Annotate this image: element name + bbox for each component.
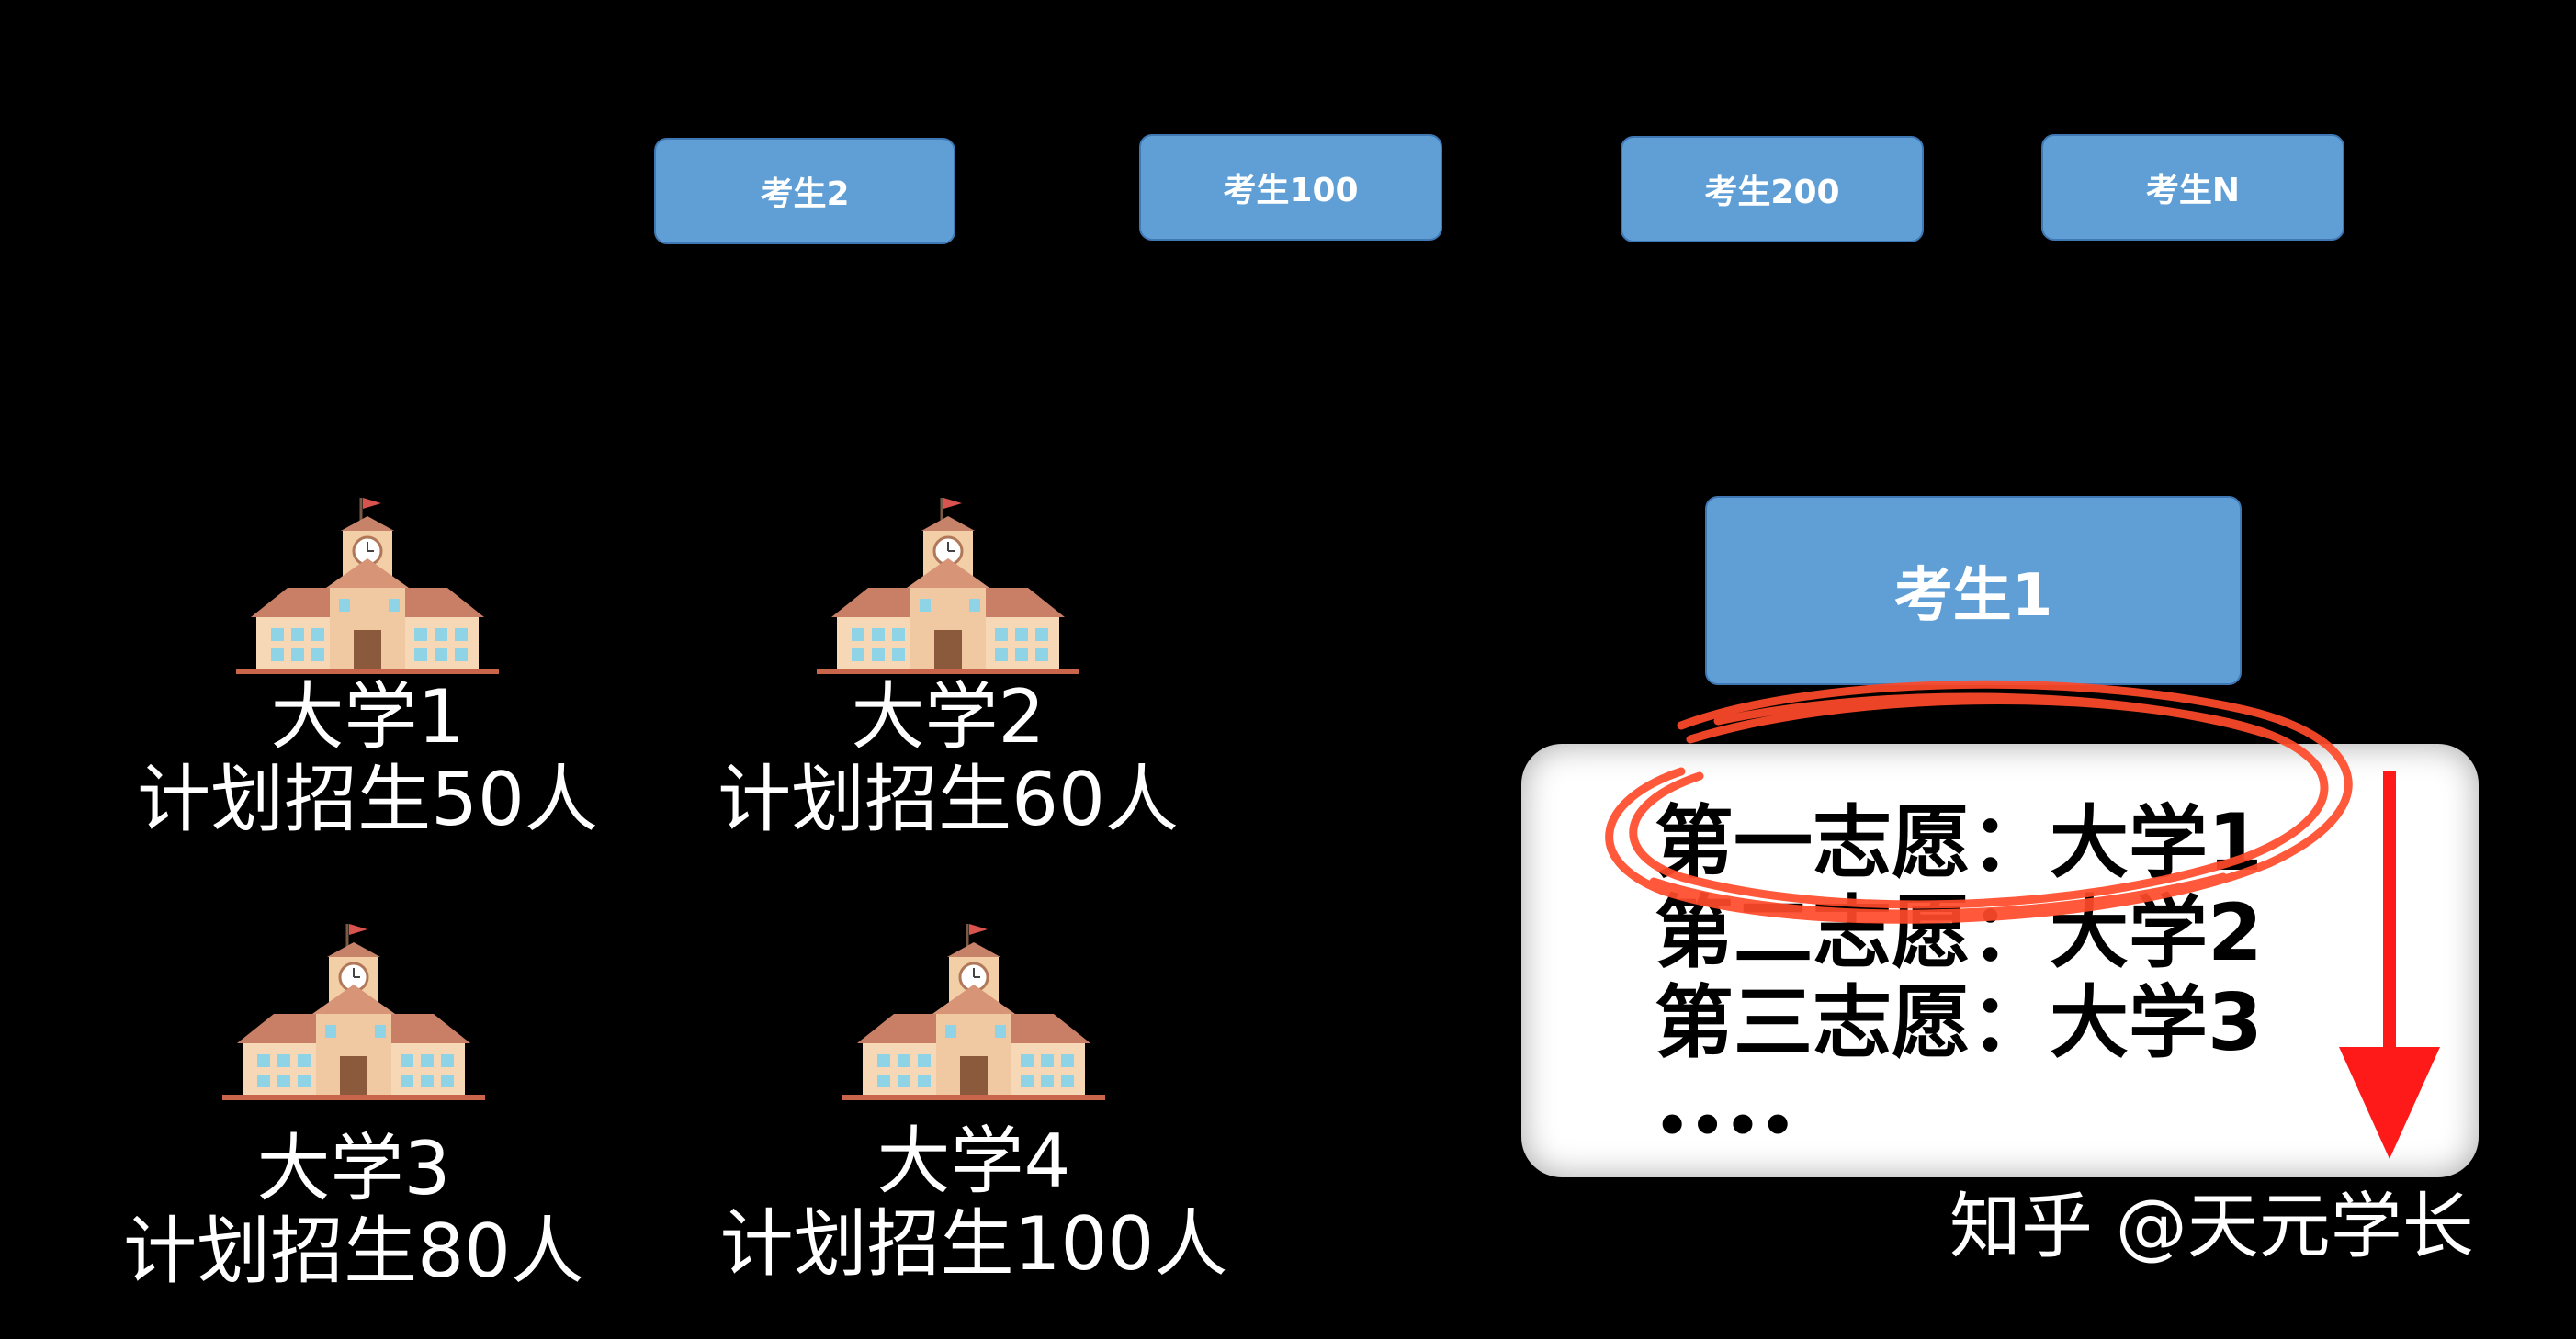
university-1: 大学1 计划招生50人 [73,492,661,841]
university-name: 大学4 [876,1119,1071,1204]
third-choice: 第三志愿：大学3 [1654,977,2265,1069]
university-plan: 计划招生100人 [719,1201,1228,1287]
first-choice: 第一志愿：大学1 [1654,797,2265,889]
university-name: 大学1 [270,674,465,760]
student-box-100: 考生100 [1139,134,1442,241]
student-box-200: 考生200 [1621,136,1924,242]
student-box-n: 考生N [2041,134,2344,241]
watermark: 知乎 @天元学长 [1949,1186,2474,1268]
school-building-icon [817,498,1079,674]
school-building-icon [842,924,1105,1100]
university-name: 大学3 [256,1126,451,1211]
preference-card: 第一志愿：大学1 第二志愿：大学2 第三志愿：大学3 •••• [1521,744,2479,1177]
university-plan: 计划招生60人 [717,757,1179,842]
university-name: 大学2 [851,674,1045,760]
university-plan: 计划招生50人 [137,757,598,842]
university-3: 大学3 计划招生80人 [60,918,648,1293]
student-box-1: 考生1 [1705,496,2242,685]
school-building-icon [236,498,499,674]
university-4: 大学4 计划招生100人 [680,918,1268,1286]
school-building-icon [222,924,485,1100]
second-choice: 第二志愿：大学2 [1654,887,2265,979]
student-box-2: 考生2 [654,138,955,244]
university-plan: 计划招生80人 [123,1209,584,1294]
university-2: 大学2 计划招生60人 [654,492,1242,841]
more-choices: •••• [1653,1094,1796,1158]
